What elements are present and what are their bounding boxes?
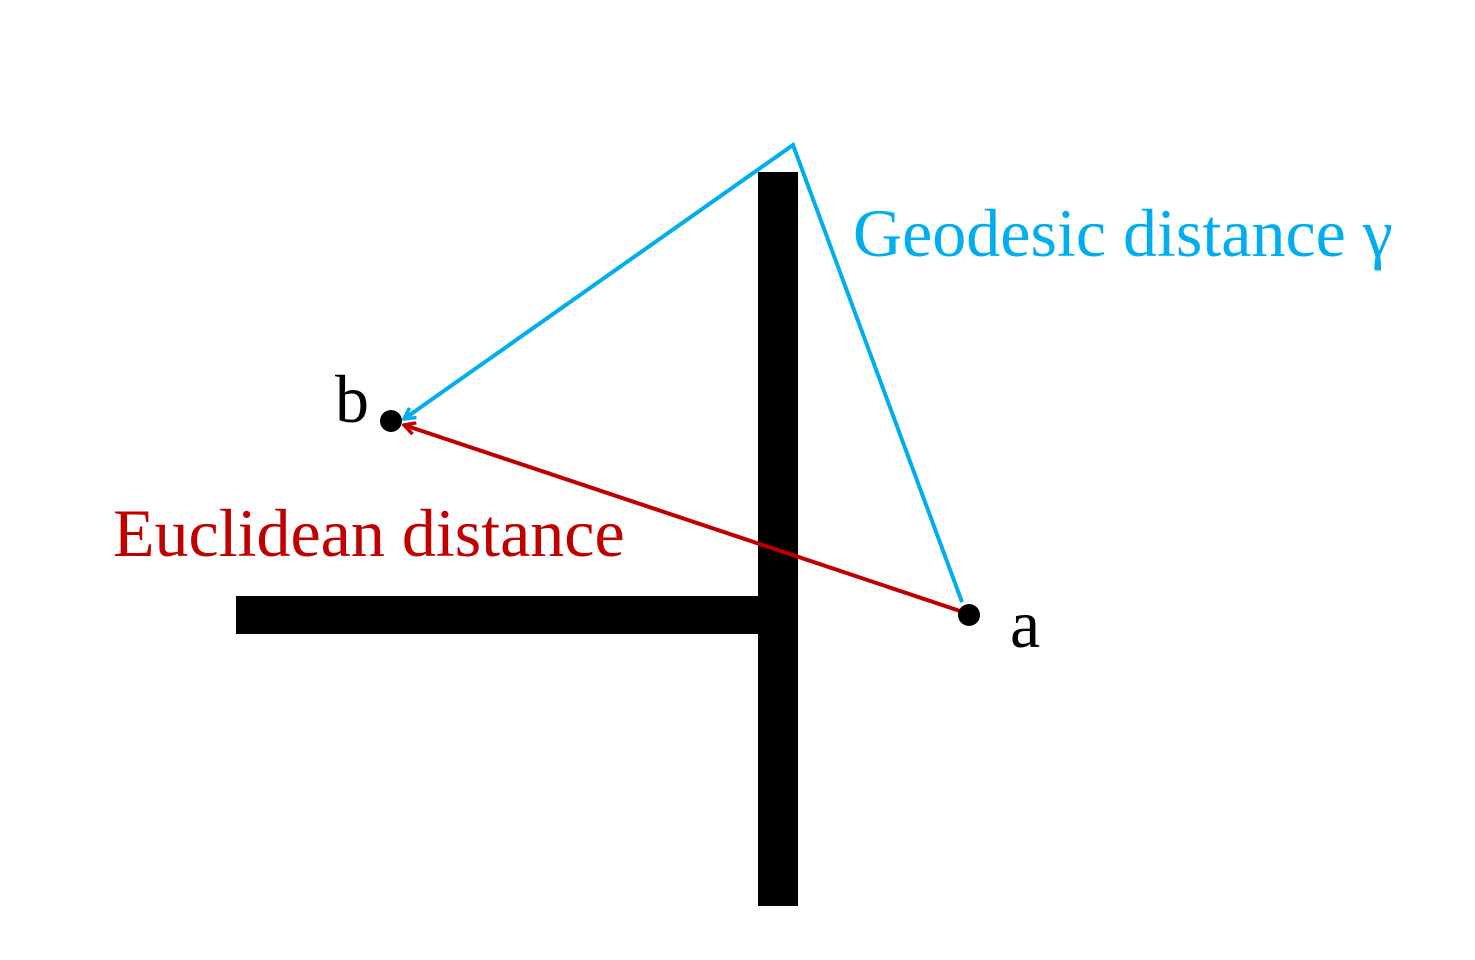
euclidean-path <box>404 425 967 615</box>
euclidean-distance-label: Euclidean distance <box>113 495 625 571</box>
point-b-dot <box>380 410 402 432</box>
point-a-dot <box>958 604 980 626</box>
point-a-label: a <box>1010 586 1040 662</box>
vertical-wall <box>758 172 798 906</box>
point-b-label: b <box>335 361 369 437</box>
geodesic-path <box>404 141 964 603</box>
geodesic-distance-label: Geodesic distance γ <box>853 195 1393 271</box>
horizontal-wall <box>236 596 798 634</box>
